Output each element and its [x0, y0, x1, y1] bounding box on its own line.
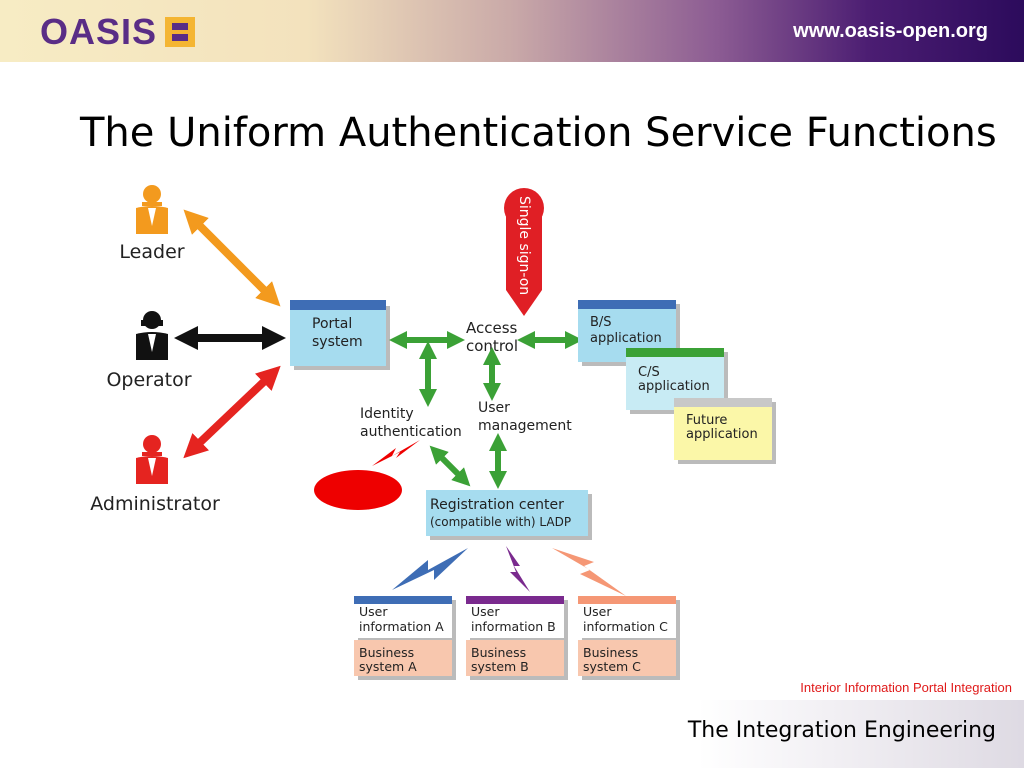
identity-authentication-label: Identity authentication — [360, 406, 462, 440]
administrator-portal-arrow — [183, 365, 281, 459]
svg-text:Future application: Future application — [686, 413, 758, 442]
operator-person-icon — [136, 311, 168, 360]
blue-lightning-icon — [392, 548, 468, 590]
logo-text: OASIS — [40, 11, 158, 52]
role-label-administrator: Administrator — [90, 493, 220, 515]
user-system-a-box: User information A Business system A — [354, 596, 456, 680]
salmon-lightning-icon — [552, 548, 626, 596]
svg-text:User information A: User information A Business system A — [359, 604, 448, 674]
oasis-logo[interactable]: OASIS — [40, 10, 196, 54]
portal-system-box: Portal system — [290, 300, 390, 370]
oasis-logo-icon — [165, 17, 196, 47]
purple-lightning-icon — [506, 546, 530, 592]
site-url[interactable]: www.oasis-open.org — [793, 20, 988, 42]
svg-text:C/S application: C/S application — [638, 365, 710, 394]
leader-portal-arrow — [183, 209, 281, 307]
footer-section-title: The Integration Engineering — [687, 718, 996, 743]
registration-center-label: Registration center (compatible with) LA… — [430, 494, 571, 529]
red-lightning-icon — [372, 440, 420, 466]
access-control-label: Access control — [466, 319, 522, 355]
slide-title: The Uniform Authentication Service Funct… — [80, 110, 997, 156]
footer-tagline: Interior Information Portal Integration — [800, 680, 1012, 695]
registration-center-box: Registration center (compatible with) LA… — [426, 490, 592, 540]
user-system-c-box: User information C Business system C — [578, 596, 680, 680]
svg-text:B/S application: B/S application — [590, 315, 662, 346]
user-management-label: User management — [478, 400, 572, 434]
user-system-b-box: User information B Business system B — [466, 596, 568, 680]
role-label-operator: Operator — [106, 369, 191, 391]
identity-registration-arrow — [429, 445, 471, 487]
single-sign-on-callout: Single sign-on — [504, 188, 544, 316]
svg-text:User information B: User information B Business system B — [471, 604, 560, 674]
leader-person-icon — [136, 185, 168, 234]
single-sign-on-label: Single sign-on — [516, 196, 532, 295]
red-ellipse-shape — [314, 470, 402, 510]
header-bar: OASIS www.oasis-open.org — [0, 0, 1024, 62]
future-application-box: Future application — [674, 398, 776, 464]
portal-system-label: Portal system — [312, 316, 363, 350]
footer-bar — [698, 700, 1024, 768]
svg-text:User information C: User information C Business system C — [583, 604, 672, 674]
role-label-leader: Leader — [119, 241, 184, 263]
administrator-person-icon — [136, 435, 168, 484]
